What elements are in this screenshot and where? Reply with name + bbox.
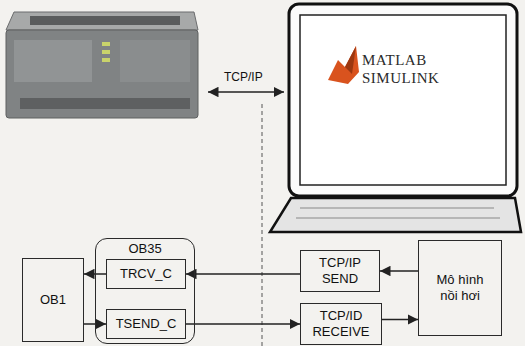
model-box: Mô hình nồi hơi <box>418 240 502 336</box>
flow-arrow <box>186 323 300 325</box>
node-text: TCP/ID RECEIVE <box>308 308 374 339</box>
laptop-screen <box>300 15 506 185</box>
group-box: OB35TRCV_C TSEND_C <box>95 238 195 344</box>
process-box: TCP/IP SEND <box>300 250 380 292</box>
plc-device <box>6 12 198 118</box>
keyboard-line <box>296 218 500 219</box>
node-text: Mô hình nồi hơi <box>430 272 490 303</box>
process-box: OB1 <box>22 258 84 342</box>
screen-box: MATLAB SIMULINK <box>300 15 506 185</box>
plc-panel <box>120 40 190 82</box>
plc-body <box>6 30 198 118</box>
laptop-base <box>270 198 521 232</box>
plc-top <box>6 12 198 30</box>
process-box: TCP/ID RECEIVE <box>300 303 382 345</box>
network-arrow <box>208 91 284 93</box>
status-led <box>102 50 110 54</box>
node-text: MATLAB SIMULINK <box>362 51 462 87</box>
keyboard-line <box>300 208 494 209</box>
node-text: OB1 <box>40 292 66 308</box>
status-led <box>102 42 110 46</box>
terminal-strip <box>20 98 190 109</box>
laptop <box>270 4 521 232</box>
node-text: OB35 <box>96 241 194 257</box>
node-text: TCP/IP SEND <box>310 255 370 286</box>
plc-panel <box>14 40 92 82</box>
laptop-lid <box>289 4 517 196</box>
matlab-logo <box>345 46 356 74</box>
node-text: TRCV_C <box>120 266 172 282</box>
protocol-label: TCP/IP <box>222 70 265 84</box>
terminal-strip <box>30 16 180 25</box>
matlab-logo <box>328 46 359 84</box>
process-box: TRCV_C <box>106 259 186 289</box>
flow-arrow <box>380 270 418 272</box>
flow-arrow <box>382 319 418 321</box>
status-led <box>102 58 110 62</box>
node-text: TSEND_C <box>116 316 177 332</box>
process-box: TSEND_C <box>106 309 186 339</box>
divider-line <box>262 104 263 346</box>
flow-arrow <box>186 273 300 275</box>
